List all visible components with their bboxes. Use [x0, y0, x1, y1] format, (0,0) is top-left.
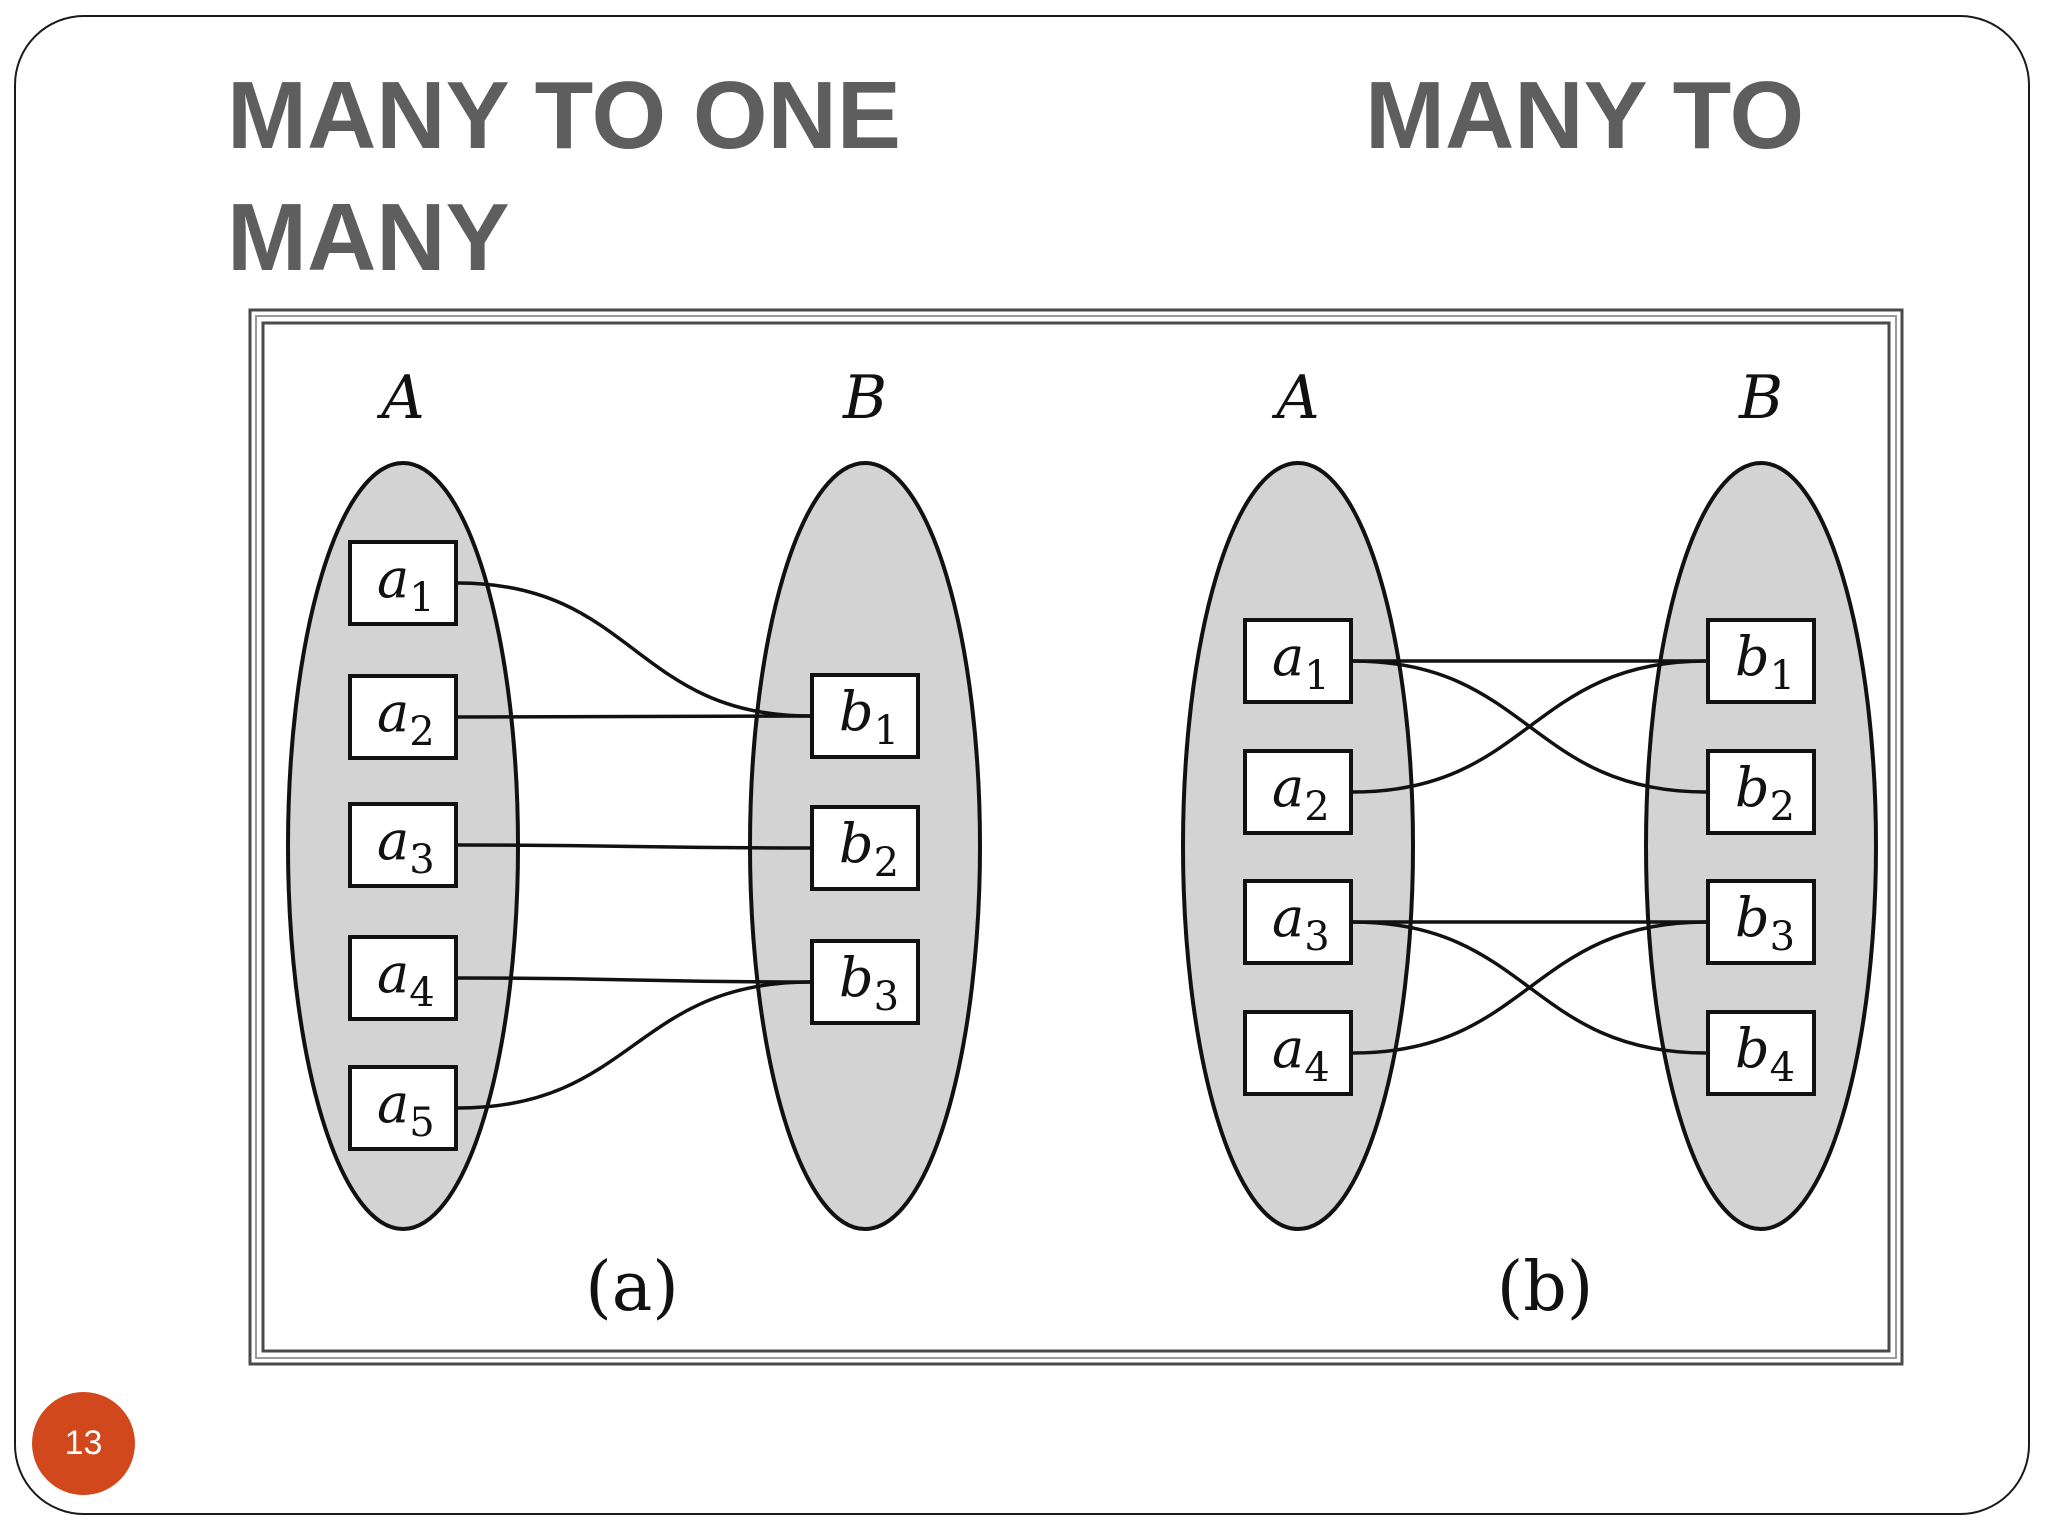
- panel-b-element-a1-box: [1243, 618, 1353, 704]
- panel-b-element-b2-box: [1706, 749, 1816, 835]
- panel-b-element-b1-box: [1706, 618, 1816, 704]
- panel-a-element-a3-box: [348, 802, 458, 888]
- panel-b-element-b4-box: [1706, 1010, 1816, 1096]
- panel-b-element-a4-box: [1243, 1010, 1353, 1096]
- panel-b-element-b4-label: b4: [1735, 1017, 1795, 1091]
- panel-a-element-b2-label: b2: [839, 812, 899, 886]
- panel-b-set-a-ellipse: [1181, 461, 1415, 1231]
- slide-title-many-to: MANY TO: [1365, 62, 1805, 169]
- panel-a-mapping-line: [457, 714, 811, 719]
- panel-a-element-a4-box: [348, 935, 458, 1021]
- figure-mid-border: [255, 315, 1897, 1359]
- panel-b-mapping-lines: [1352, 659, 1707, 1055]
- panel-a-mapping-lines: [457, 581, 811, 1110]
- panel-b-element-a1-label: a1: [1272, 625, 1330, 699]
- panel-a-element-a5-box: [348, 1065, 458, 1151]
- panel-b-element-b3-box: [1706, 879, 1816, 965]
- panel-a-element-a2-box: [348, 674, 458, 760]
- panel-a-mapping-line: [457, 843, 811, 850]
- page-number-badge: 13: [32, 1392, 135, 1495]
- slide-frame: [14, 15, 2030, 1515]
- slide-title-many-to-one: MANY TO ONE: [227, 62, 901, 169]
- panel-b-set-label-a: A: [1271, 363, 1319, 433]
- panel-b-mapping-line: [1352, 659, 1707, 794]
- panel-a-element-b2-box: [810, 805, 920, 891]
- panel-b-set-b-ellipse: [1644, 461, 1878, 1231]
- panel-a-mapping-line: [457, 581, 811, 718]
- panel-b-element-a3-box: [1243, 879, 1353, 965]
- panel-a-element-a1-label: a1: [377, 547, 435, 621]
- figure-inner-border: [261, 321, 1891, 1353]
- panel-a-mapping-line: [457, 976, 811, 984]
- slide-title-many: MANY: [227, 184, 510, 291]
- panel-a-mapping-line: [457, 980, 811, 1110]
- panel-a-caption: (a): [585, 1248, 679, 1327]
- panel-b-mapping-line: [1352, 920, 1707, 1055]
- panel-b-caption: (b): [1497, 1248, 1594, 1327]
- panel-a-element-b1-box: [810, 673, 920, 759]
- panel-a-set-label-b: B: [842, 363, 887, 433]
- panel-b-element-a2-box: [1243, 749, 1353, 835]
- panel-a-element-a1-box: [348, 540, 458, 626]
- panel-a-element-b3-box: [810, 939, 920, 1025]
- panel-a-set-label-a: A: [376, 363, 424, 433]
- figure-outer-border: [248, 308, 1904, 1366]
- panel-b-set-label-b: B: [1738, 363, 1783, 433]
